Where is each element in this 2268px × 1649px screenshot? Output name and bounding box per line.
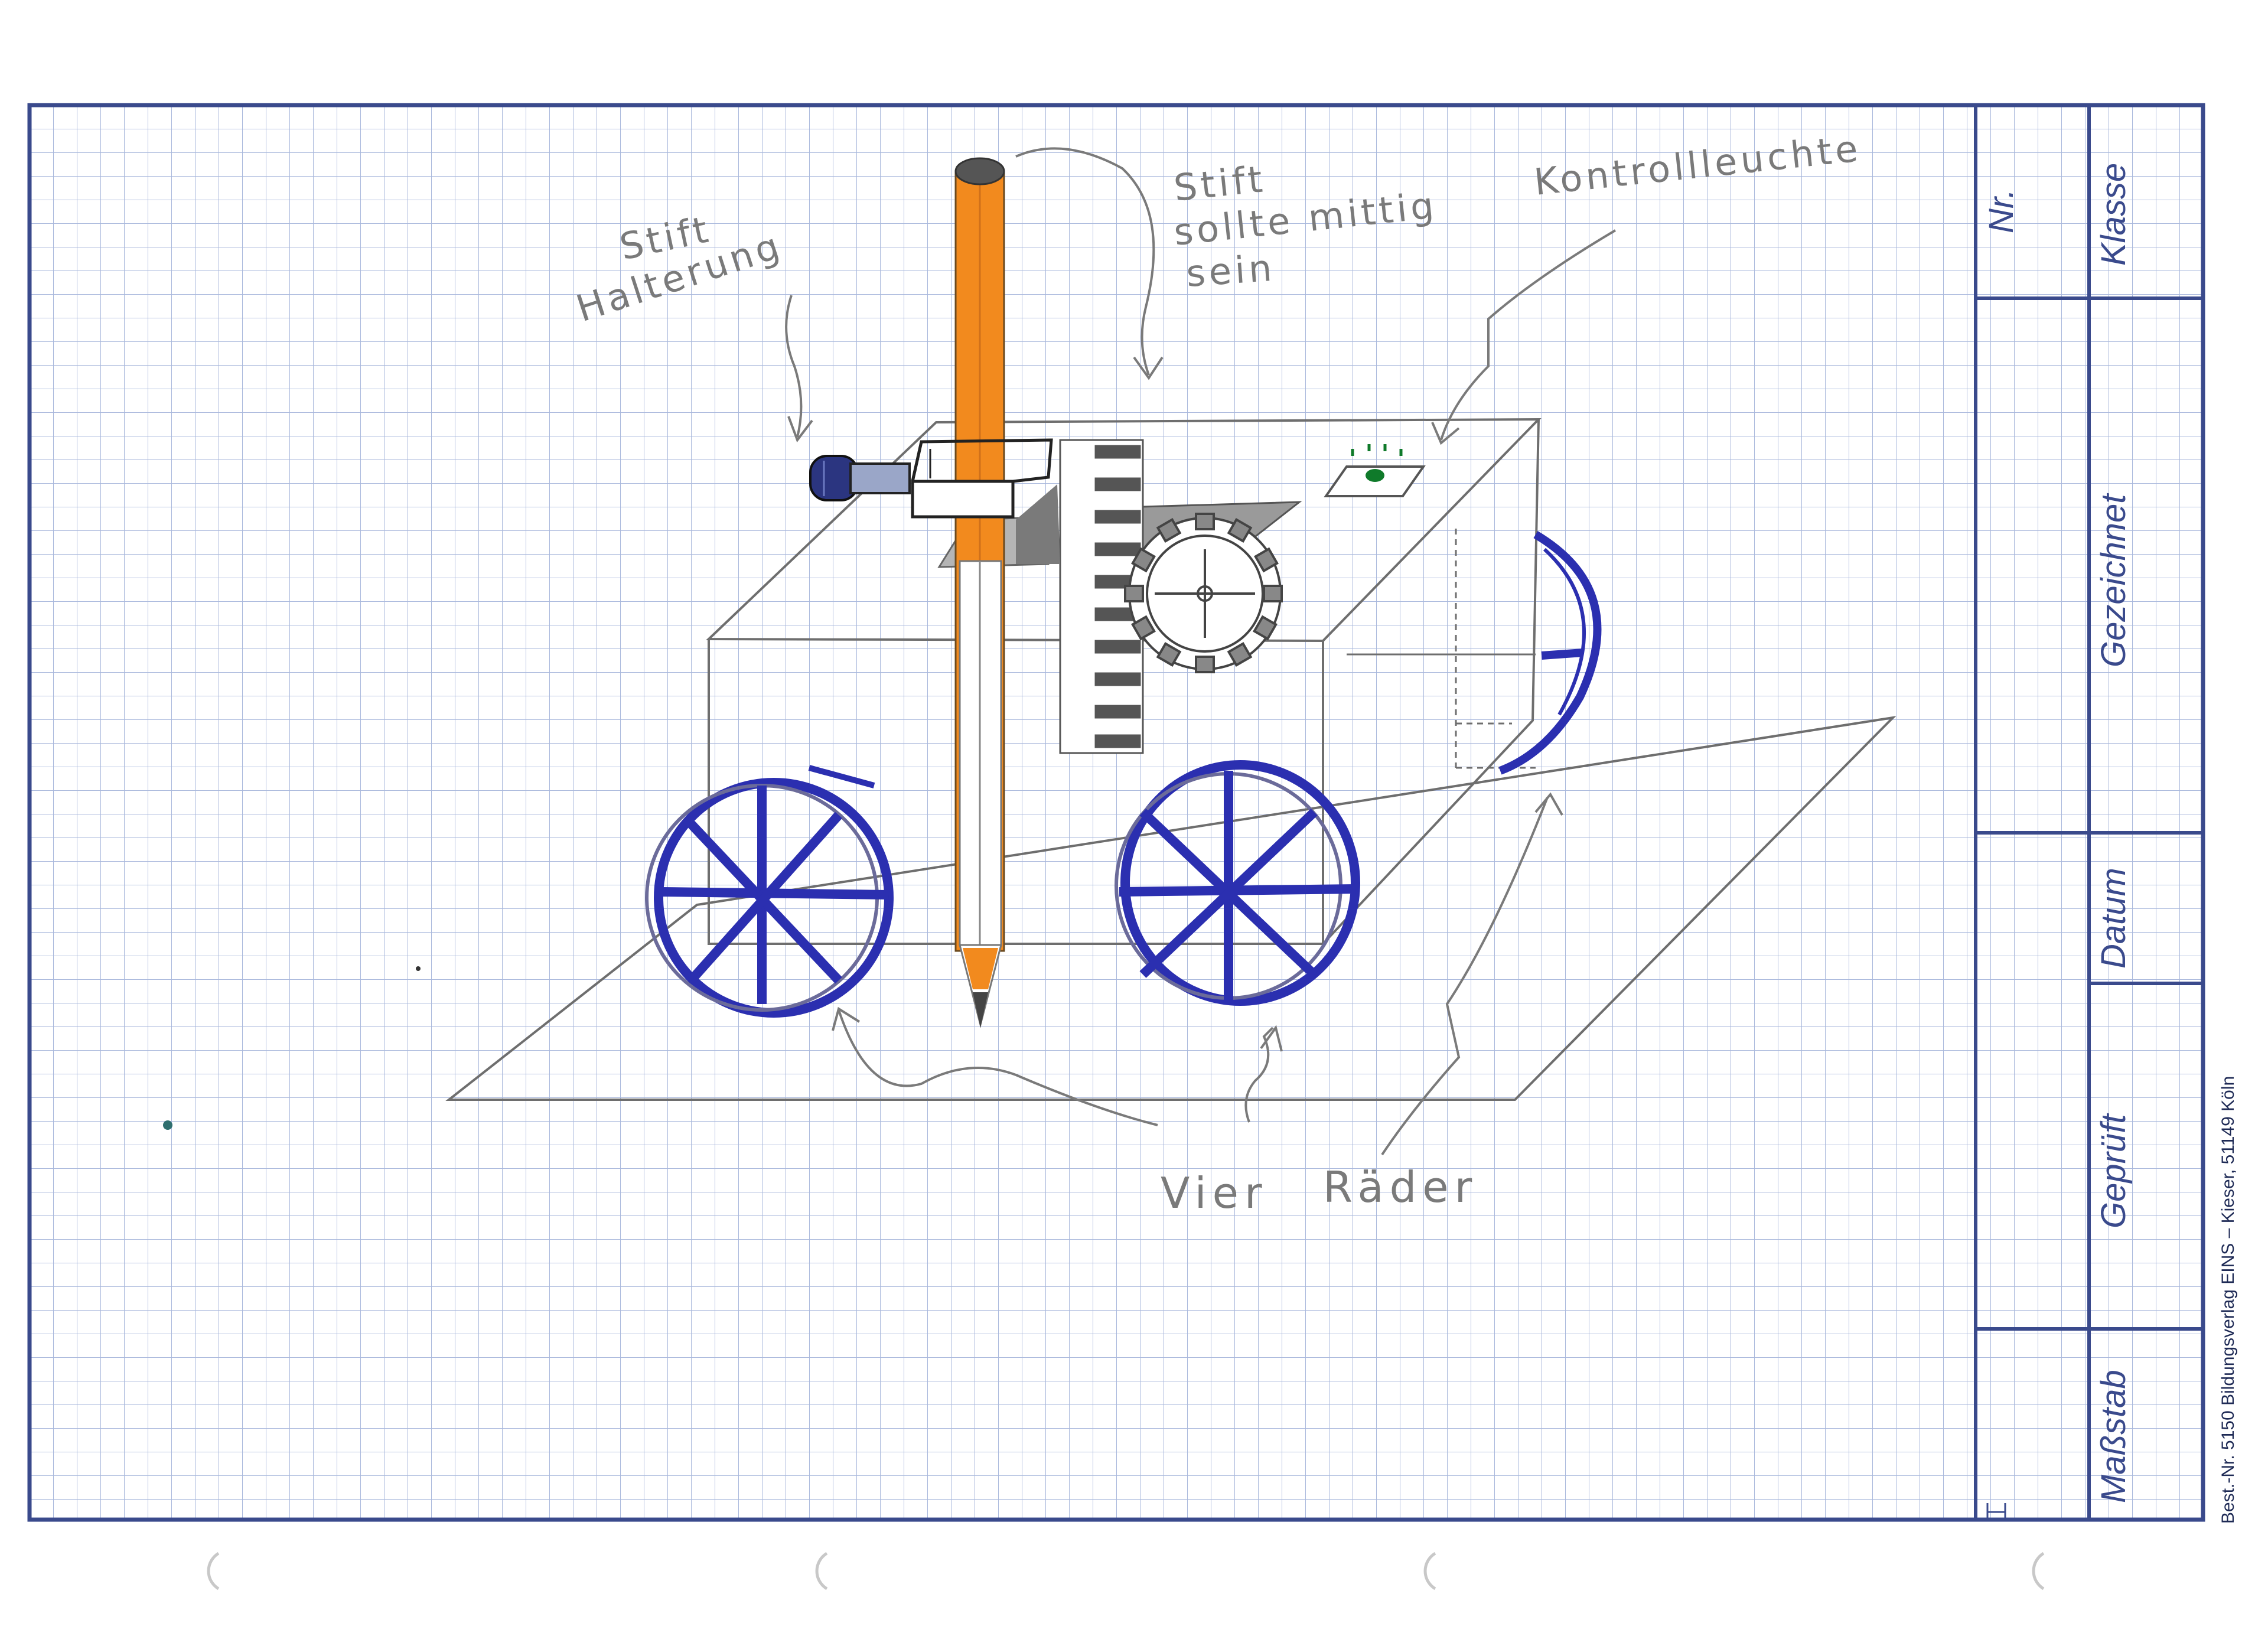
title-block-geprueft: Geprüft bbox=[2094, 1113, 2133, 1228]
title-block-klasse: Klasse bbox=[2094, 163, 2133, 266]
title-block-nr: Nr. bbox=[1982, 189, 2021, 233]
annotation-leaders bbox=[785, 147, 1617, 1156]
label-stift-mittig-3: sein bbox=[1185, 246, 1277, 295]
pencil-icon bbox=[954, 157, 1005, 1028]
screw-knob-icon bbox=[809, 455, 911, 501]
wheel-front-right-icon bbox=[1115, 760, 1360, 1006]
title-block-ticks bbox=[1986, 1503, 2006, 1520]
holder-shadow-dark bbox=[1016, 484, 1060, 564]
stray-dot bbox=[416, 966, 421, 971]
wheel-front-left-icon bbox=[645, 765, 894, 1018]
title-block bbox=[1974, 105, 2203, 1520]
control-light-icon bbox=[1324, 444, 1426, 497]
title-block-massstab: Maßstab bbox=[2094, 1370, 2133, 1503]
label-stift-mittig-1: Stift bbox=[1172, 157, 1268, 210]
title-block-datum: Datum bbox=[2094, 868, 2133, 969]
label-vier: Vier bbox=[1161, 1168, 1268, 1218]
stray-dot bbox=[163, 1120, 172, 1130]
label-raeder: Räder bbox=[1323, 1162, 1478, 1212]
title-block-gezeichnet: Gezeichnet bbox=[2094, 493, 2133, 667]
sheet-frame bbox=[27, 103, 2205, 1522]
gear-wheel bbox=[1124, 513, 1283, 673]
punch-holes bbox=[207, 1552, 2045, 1591]
pencil-holder bbox=[911, 438, 1053, 519]
publisher-imprint: Best.-Nr. 5150 Bildungsverlag EINS – Kie… bbox=[2218, 1076, 2238, 1524]
wheel-back-right-icon bbox=[1498, 530, 1602, 775]
ground-plane bbox=[445, 716, 1896, 1101]
